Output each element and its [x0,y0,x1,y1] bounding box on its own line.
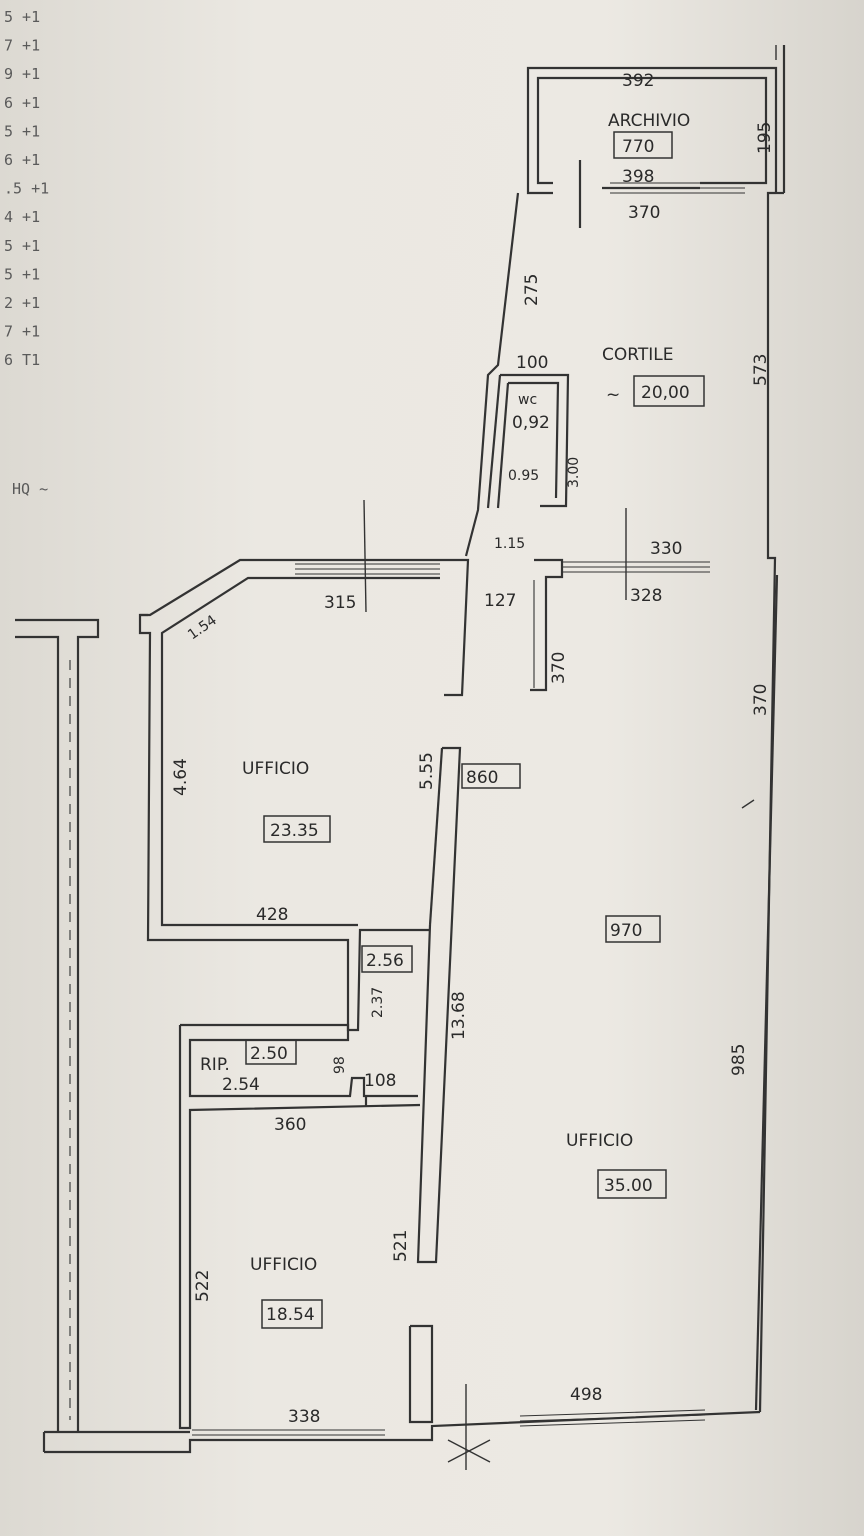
diagonal-partition [416,746,462,1264]
margin-notes-group: 5 +1 7 +1 9 +1 6 +1 5 +1 6 +1 .5 +1 4 +1 5 +1 5 +… [4,8,49,369]
margin-note: 5 +1 [4,8,40,26]
box-860-label: 860 [466,768,498,788]
margin-note: 5 +1 [4,265,40,283]
wc-symbol: wc [518,392,537,408]
ufficio-right-area: 35.00 [604,1176,653,1196]
window-bottom-right [519,1409,706,1427]
cortile-left-boundary [464,192,520,557]
ufficio-right-label: UFFICIO [566,1131,633,1151]
cortile-approx: ~ [606,385,620,405]
dim-360: 360 [274,1115,306,1135]
dim-398: 398 [622,167,654,187]
margin-note: 4 +1 [4,208,40,226]
margin-note: 7 +1 [4,323,40,341]
box-860 [461,763,521,789]
dim-328: 328 [630,586,662,606]
margin-note: 5 +1 [4,122,40,140]
ufficio-bottom-label: UFFICIO [250,1255,317,1275]
left-corridor-wall [15,618,100,1432]
margin-note: 9 +1 [4,65,40,83]
right-exterior-wall-outer [754,574,779,1411]
dim-095: 0.95 [508,468,539,484]
window-archivio [610,182,745,194]
dim-100: 100 [516,353,548,373]
wc-area: 0,92 [512,413,550,433]
margin-note: 5 +1 [4,237,40,255]
windows [192,182,745,1441]
dim-1368: 13.68 [449,991,469,1040]
margin-note: 6 +1 [4,94,40,112]
dim-275: 275 [522,274,542,306]
margin-note: 7 +1 [4,37,40,55]
window-right-office [562,561,710,573]
margin-note: .5 +1 [4,180,49,198]
dim-115: 1.15 [494,536,525,552]
rip-label: RIP. [200,1055,230,1075]
dim-127: 127 [484,591,516,611]
margin-note: 2 +1 [4,294,40,312]
ufficio-top-area: 23.35 [270,821,319,841]
dim-522: 522 [193,1270,213,1302]
cortile-area: 20,00 [641,383,690,403]
dim-98: 98 [332,1056,348,1074]
dim-392: 392 [622,71,654,91]
dim-300: 3.00 [566,457,582,488]
box-970-label: 970 [610,921,642,941]
central-pillar-right [530,558,564,692]
archivio-label: ARCHIVIO [608,111,690,131]
box-256-label: 2.56 [366,951,404,971]
dim-573: 573 [751,354,771,386]
archivio-wall-inner [536,76,768,185]
archivio-wall [526,66,778,195]
wc-wall [500,373,570,508]
dim-154: 1.54 [185,612,220,643]
dim-370-archivio: 370 [628,203,660,223]
margin-note: 6 +1 [4,151,40,169]
lower-pier [408,1324,434,1424]
dim-521: 521 [391,1230,411,1262]
dimensions: 392 195 398 370 275 100 573 0.95 3.00 1.… [171,71,775,1427]
cortile-label: CORTILE [602,345,673,365]
archivio-area-box [613,131,673,159]
cortile-area-box [633,375,705,407]
dim-464: 4.64 [171,758,191,796]
dim-338: 338 [288,1407,320,1427]
ufficio-right-area-box [597,1169,667,1199]
room-labels: ARCHIVIO 770 CORTILE ~ 20,00 wc 0,92 UFF… [200,111,690,1325]
dim-370-right: 370 [751,684,771,716]
archivio-area: 770 [622,137,654,157]
rip-room-wall [178,1025,421,1430]
dim-330: 330 [650,539,682,559]
dim-237: 2.37 [370,987,386,1018]
rip-area-box [245,1039,297,1065]
ufficio-top-label: UFFICIO [242,759,309,779]
margin-note: 6 T1 [4,351,40,369]
hq-note: HQ ~ [12,480,48,498]
dim-315: 315 [324,593,356,613]
ufficio-top-area-box [263,815,331,843]
dim-555: 5.55 [417,752,437,790]
dim-498: 498 [570,1385,602,1405]
walls [15,45,786,1454]
dim-108: 108 [364,1071,396,1091]
dim-428: 428 [256,905,288,925]
central-pillar-left [440,558,470,697]
box-970 [605,915,661,943]
dim-985: 985 [729,1044,749,1076]
window-bottom-left [192,1429,385,1441]
box-256 [361,945,413,973]
ufficio-bottom-area-box [261,1299,323,1329]
area-boxes [245,131,705,1329]
window-top-office [295,563,440,575]
office-top-wall [138,558,440,1032]
dim-254: 2.54 [222,1075,260,1095]
rip-area: 2.50 [250,1044,288,1064]
dim-370-pillar: 370 [549,652,569,684]
dim-195: 195 [755,122,775,154]
ufficio-bottom-area: 18.54 [266,1305,315,1325]
reference-lines [363,499,755,1470]
